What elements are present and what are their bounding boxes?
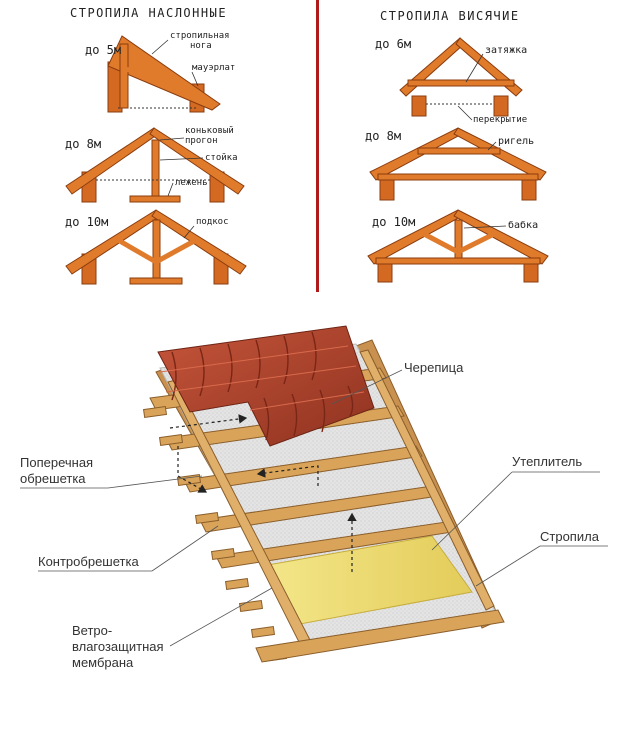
label-membrane-3: мембрана — [72, 655, 134, 670]
leader-counter — [151, 525, 219, 572]
right-diagram-1 — [399, 37, 523, 117]
left-panel-title: СТРОПИЛА НАСЛОННЫЕ — [70, 6, 227, 20]
label-batten-2: обрешетка — [20, 471, 86, 486]
right-diagram-3 — [367, 209, 549, 283]
label-membrane-2: влагозащитная — [72, 639, 164, 654]
right-span-2: до 8м — [365, 129, 401, 143]
label-ridge-1: коньковый — [185, 126, 234, 136]
leader-membrane — [169, 587, 273, 647]
label-insulation: Утеплитель — [512, 454, 582, 469]
right-panel-title: СТРОПИЛА ВИСЯЧИЕ — [380, 9, 520, 23]
left-diagram-3 — [65, 209, 247, 285]
leader-insulation — [431, 471, 513, 551]
label-tile: Черепица — [404, 360, 464, 375]
left-span-3: до 10м — [65, 215, 108, 229]
tile-layer — [157, 325, 375, 447]
label-counter-batten: Контробрешетка — [38, 554, 139, 569]
label-rafters: Стропила — [540, 529, 600, 544]
label-membrane-1: Ветро- — [72, 623, 112, 638]
right-diagram-2 — [369, 127, 547, 201]
label-ridge-2: прогон — [185, 136, 218, 146]
label-floor: перекрытие — [473, 115, 527, 125]
left-span-1: до 5м — [85, 43, 121, 57]
label-strut: подкос — [196, 217, 229, 227]
label-batten-1: Поперечная — [20, 455, 93, 470]
right-span-3: до 10м — [372, 215, 415, 229]
left-span-2: до 8м — [65, 137, 101, 151]
leader-rafters — [475, 545, 541, 587]
label-beam: лежень — [175, 178, 208, 188]
leader-batten — [107, 475, 203, 489]
panel-divider — [316, 0, 319, 292]
label-rafter-leg-1: стропильная — [170, 31, 230, 41]
label-mauerlat: мауэрлат — [192, 63, 235, 73]
label-collar: ригель — [498, 136, 534, 147]
right-span-1: до 6м — [375, 37, 411, 51]
left-diagram-1 — [107, 35, 221, 113]
label-rafter-leg-2: нога — [190, 41, 212, 51]
label-post: стойка — [205, 153, 238, 163]
label-tie: затяжка — [485, 45, 527, 56]
roof-layers-illustration — [142, 325, 505, 663]
leader-tile — [331, 369, 403, 405]
left-diagram-2 — [65, 127, 245, 203]
label-king-post: бабка — [508, 219, 538, 231]
